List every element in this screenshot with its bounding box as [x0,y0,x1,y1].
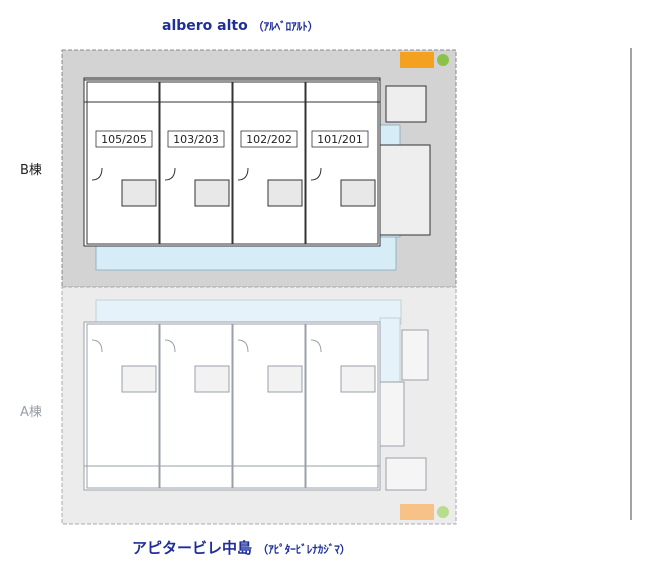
building-a [83,321,429,491]
unit-105-205 [86,81,160,245]
bath-1 [121,179,157,207]
bath-3 [267,179,303,207]
unit-label-103-203: 103/203 [173,133,219,146]
unit-a-1 [86,323,160,489]
title-bottom-kana: （ｱﾋﾟﾀｰﾋﾞﾚﾅｶｼﾞﾏ） [257,543,351,556]
title-albero-alto: albero alto （ｱﾙﾍﾞﾛｱﾙﾄ） [162,18,319,34]
stairs-a-lower [385,457,427,491]
bath-2 [194,179,230,207]
unit-101-201 [305,81,379,245]
walkway-a [95,299,402,325]
title-bottom-name: アピタービレ中島 [132,539,253,557]
unit-a-3 [232,323,306,489]
title-apitabire-nakajima: アピタービレ中島 （ｱﾋﾟﾀｰﾋﾞﾚﾅｶｼﾞﾏ） [132,537,351,558]
unit-a-4 [305,323,379,489]
unit-label-102-202: 102/202 [246,133,292,146]
tree-a-icon [437,506,449,518]
building-b-label: B棟 [20,163,42,178]
unit-label-105-205: 105/205 [101,133,147,146]
title-top-name: albero alto [162,18,248,34]
stairs-b-upper [385,85,427,123]
unit-103-203 [159,81,233,245]
parking-a [400,504,434,520]
bath-4 [340,179,376,207]
tree-b-icon [437,54,449,66]
balcony-top-b [83,77,381,103]
building-a-label: A棟 [20,405,42,420]
stairs-b [379,144,431,236]
building-b [83,77,431,247]
unit-102-202 [232,81,306,245]
stairs-a [379,381,405,447]
parking-b [400,52,434,68]
title-top-kana: （ｱﾙﾍﾞﾛｱﾙﾄ） [252,20,319,33]
unit-label-101-201: 101/201 [317,133,363,146]
unit-a-2 [159,323,233,489]
